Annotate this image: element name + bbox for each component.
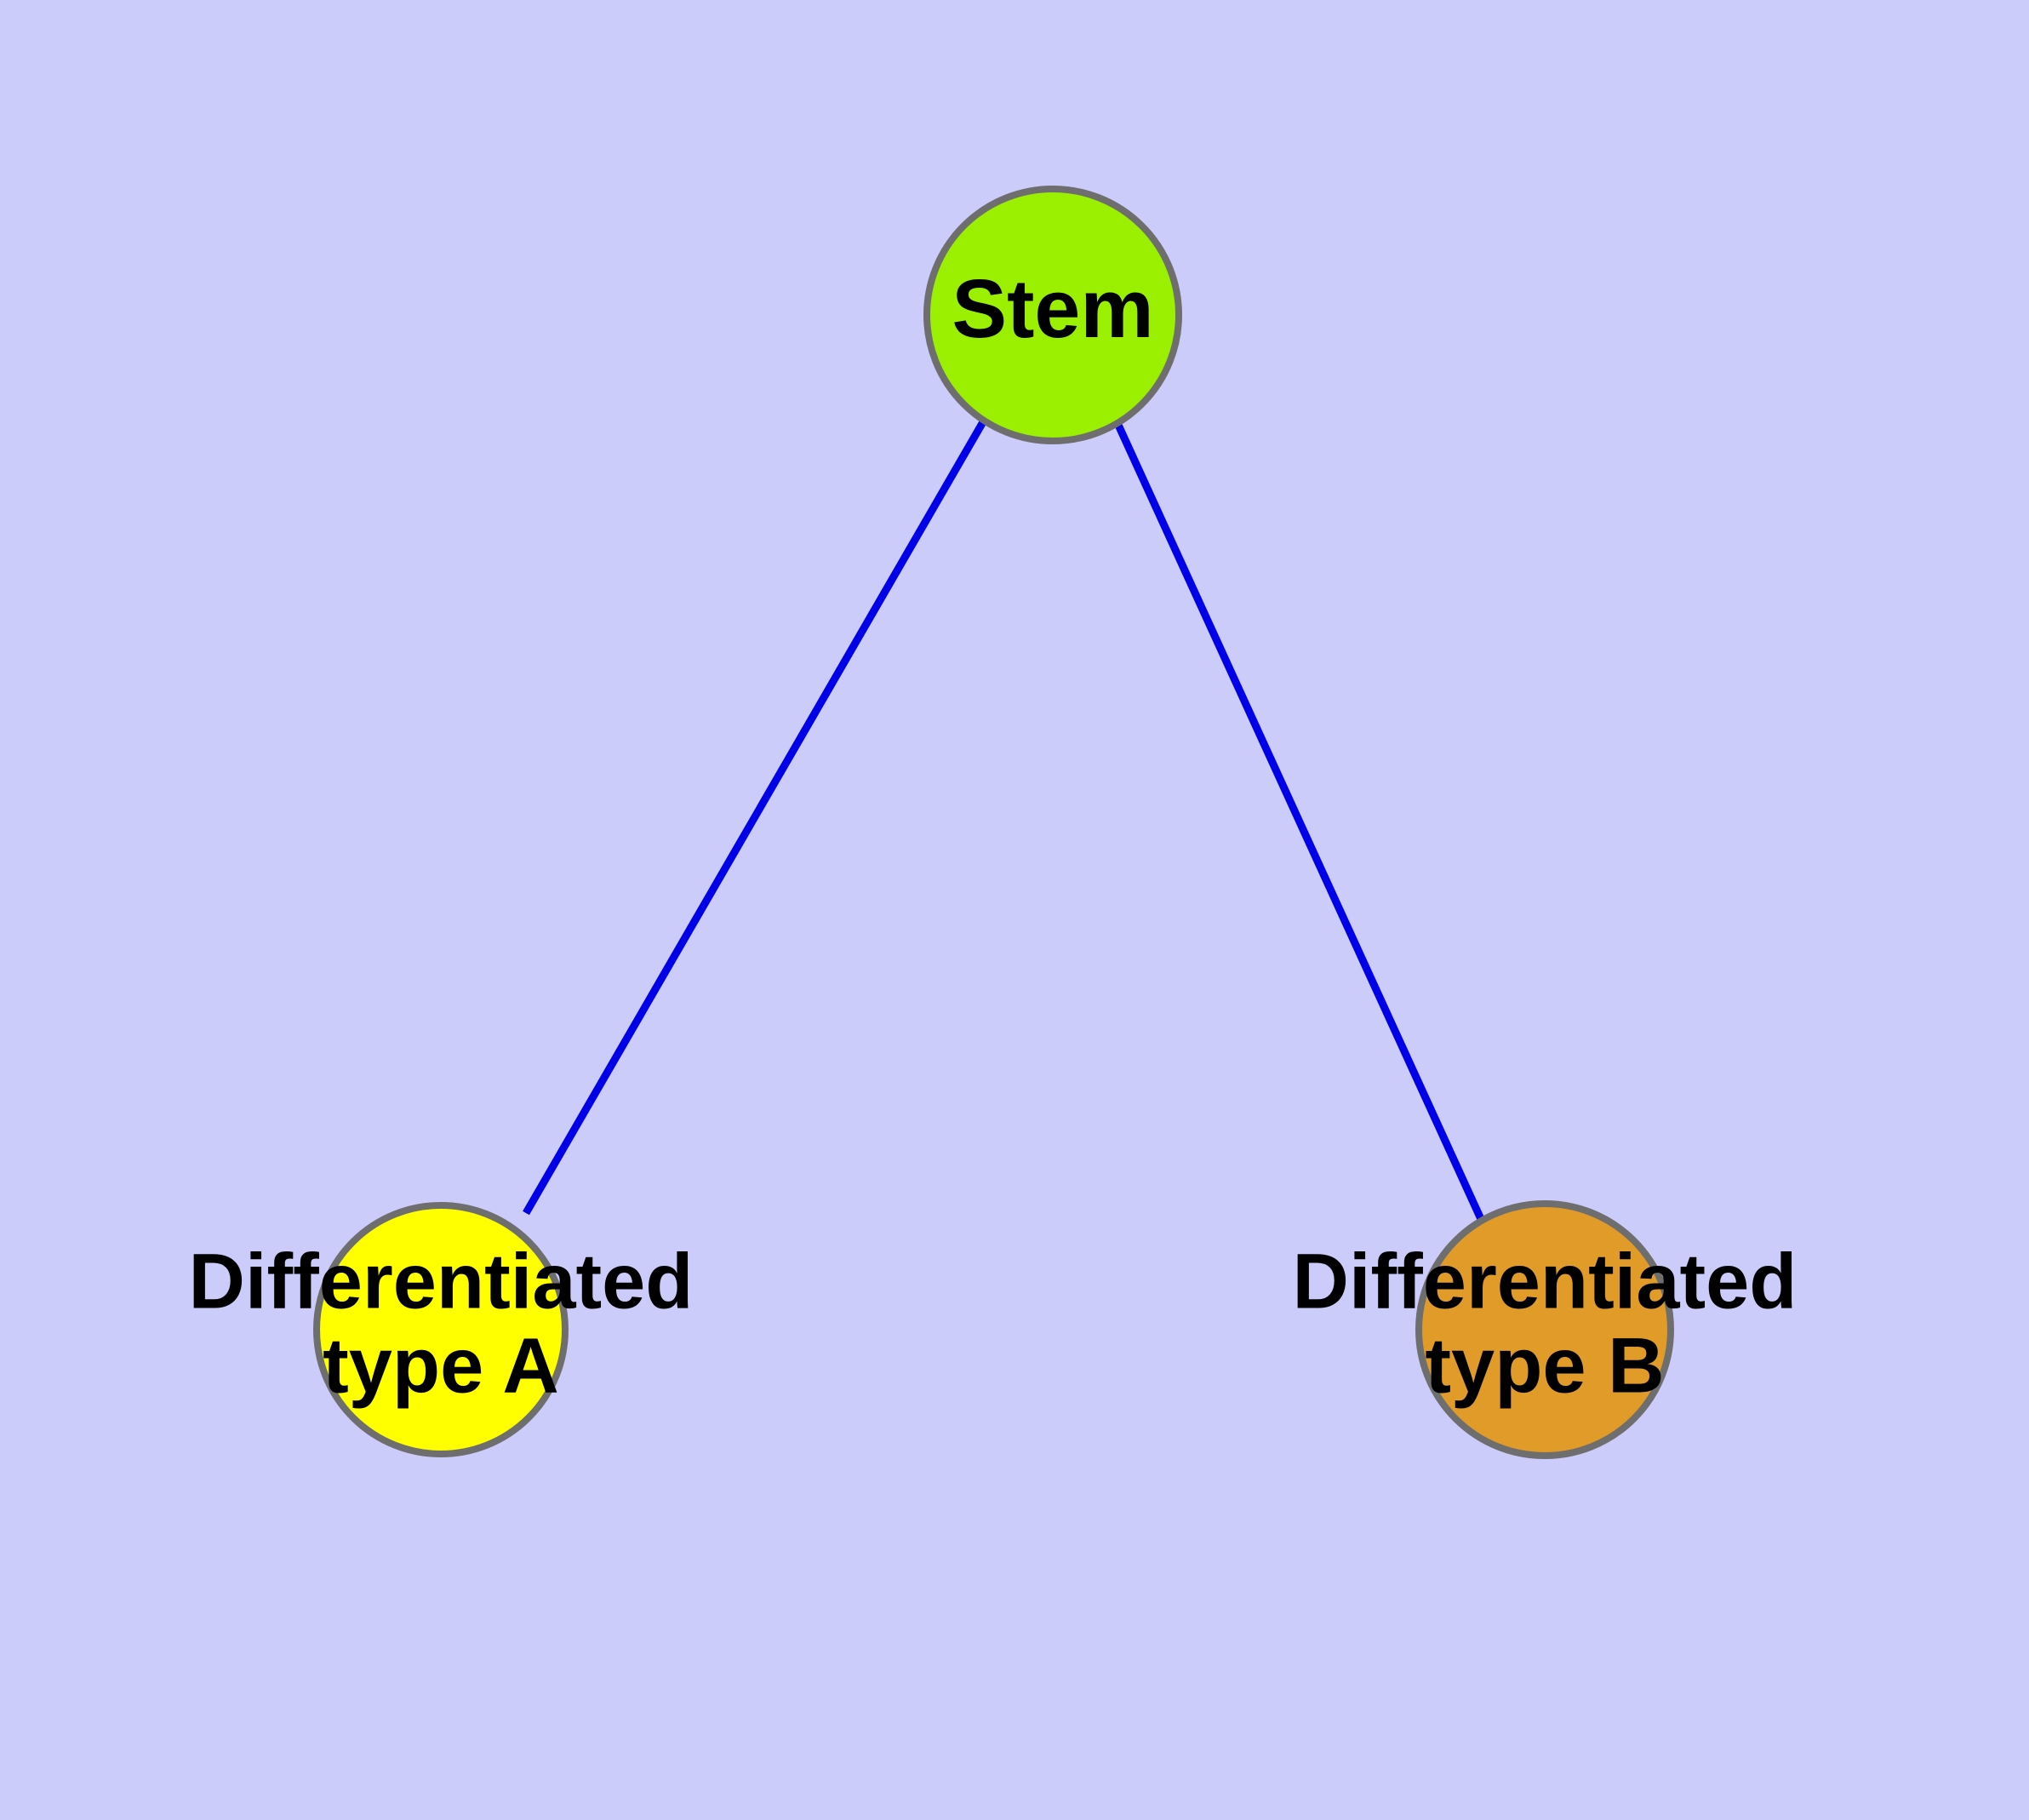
node-stem[interactable]: Stem [923, 186, 1182, 444]
node-differentiated-type-a-circle[interactable] [313, 1202, 569, 1457]
node-stem-label: Stem [952, 262, 1153, 355]
edge-stem-to-differentiated-b[interactable] [1113, 421, 1485, 1221]
node-stem-circle[interactable] [923, 186, 1182, 444]
edges-layer [523, 418, 1485, 1221]
node-differentiated-type-b-circle[interactable] [1415, 1200, 1674, 1459]
node-label-line: Differentiated [1293, 1239, 1798, 1325]
node-label-line: type B [1425, 1323, 1664, 1410]
node-label-line: Differentiated [189, 1239, 694, 1325]
node-label-line: Stem [952, 262, 1153, 355]
node-label-line: type A [323, 1323, 559, 1410]
edge-stem-to-differentiated-a[interactable] [523, 418, 987, 1216]
